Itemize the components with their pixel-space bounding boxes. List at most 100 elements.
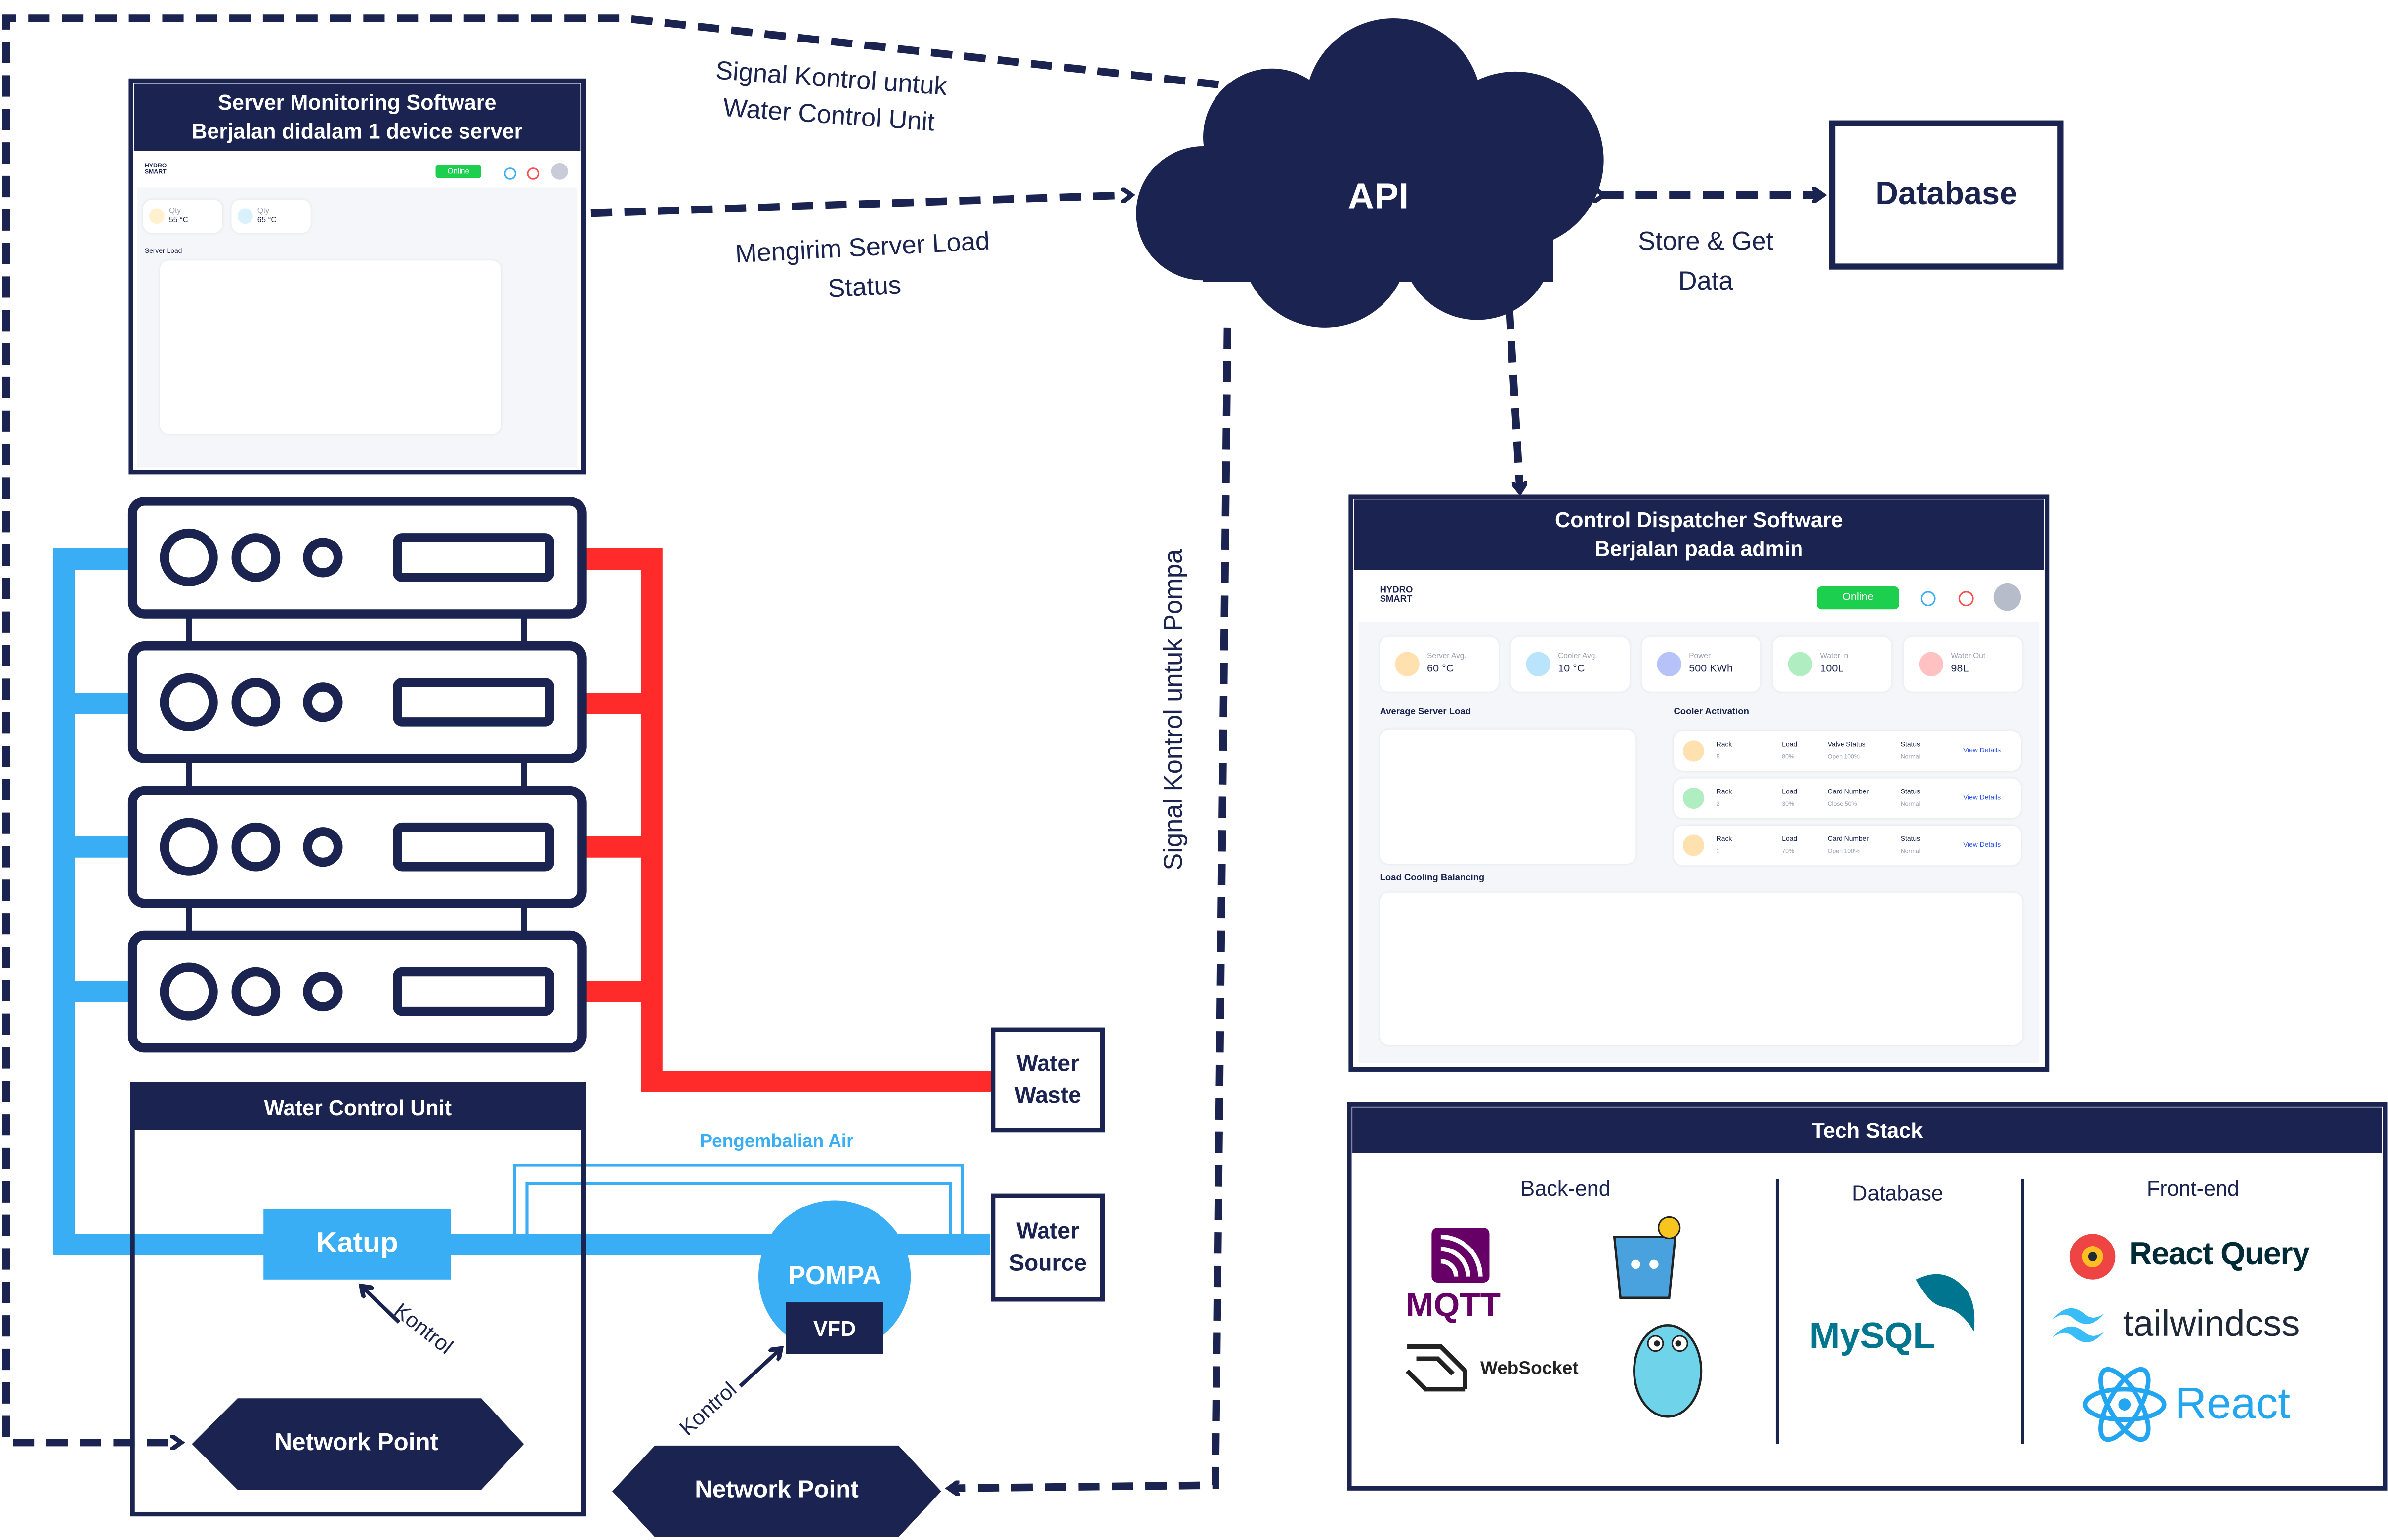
server-unit <box>127 641 587 763</box>
dp-cooler-field: Rack <box>1716 834 1732 842</box>
water-waste-line-2: Waste <box>1014 1083 1081 1109</box>
dp-cooler-title: Cooler Activation <box>1674 708 1749 718</box>
dp-cooler-value: Open 100% <box>1827 847 1860 855</box>
server-monitor-header: Server Monitoring Software Berjalan dida… <box>134 83 581 151</box>
dp-cooler-field: Rack <box>1716 787 1732 795</box>
dp-stat-icon <box>1919 652 1944 676</box>
return-water-label: Pengembalian Air <box>700 1130 854 1152</box>
sm-stat-card-2: Qty 65 °C <box>231 199 311 233</box>
dp-cooler-value: Close 50% <box>1827 799 1857 808</box>
dp-bell-icon[interactable] <box>1958 591 1974 607</box>
server-unit <box>127 786 587 908</box>
water-source-frame <box>991 1193 1105 1302</box>
tech-stack-title: Tech Stack <box>1352 1107 2382 1153</box>
water-waste-frame <box>991 1027 1105 1133</box>
sm-stat-value: 55 °C <box>169 216 188 226</box>
dp-online-badge[interactable]: Online <box>1817 586 1899 610</box>
mqtt-logo-icon <box>1431 1227 1490 1283</box>
store-get-line-1: Store & Get <box>1638 227 1774 256</box>
server-load-label: Mengirim Server Load Status <box>702 220 1025 316</box>
dp-cooler-field: Card Number <box>1827 787 1869 795</box>
dp-stat-card: Server Avg.60 °C <box>1380 636 1499 692</box>
dp-cooler-icon <box>1682 834 1705 856</box>
dp-topbar <box>1358 573 2040 622</box>
water-waste-label: Water Waste <box>996 1033 1100 1127</box>
water-waste-line-1: Water <box>1016 1051 1080 1077</box>
dispatcher-title-1: Control Dispatcher Software <box>1554 507 1843 532</box>
websocket-label: WebSocket <box>1480 1357 1579 1379</box>
dp-logo-line-1: HYDRO <box>1380 586 1413 596</box>
dp-cooler-field: Load <box>1782 834 1798 842</box>
return-loop <box>513 1164 964 1234</box>
api-label: API <box>1347 176 1409 218</box>
dp-cooler-field: Status <box>1900 740 1921 748</box>
sm-avatar[interactable] <box>551 163 568 180</box>
dp-cooler-value: 80% <box>1782 752 1794 760</box>
dp-cooler-value: 1 <box>1716 847 1720 855</box>
react-query-logo-icon <box>2069 1234 2116 1280</box>
dp-cooler-value: 5 <box>1716 752 1720 760</box>
dp-cooler-value: 30% <box>1782 799 1794 808</box>
dp-stat-value: 98L <box>1951 664 1969 675</box>
arrow-api-dispatcher <box>1509 308 1520 491</box>
network-point-b[interactable]: Network Point <box>695 1477 859 1504</box>
vfd-label[interactable]: VFD <box>813 1316 856 1341</box>
dp-cooler-field: Load <box>1782 740 1798 748</box>
network-point-hex-b <box>612 1445 941 1537</box>
database-heading: Database <box>1852 1180 1943 1205</box>
dp-cooler-value: Normal <box>1900 752 1921 760</box>
sm-logo-line-1: HYDRO <box>144 161 167 169</box>
frontend-heading: Front-end <box>2146 1176 2240 1201</box>
dp-stat-label: Power <box>1689 652 1711 662</box>
dp-stat-card: Cooler Avg.10 °C <box>1510 636 1630 692</box>
react-label: React <box>2175 1380 2291 1429</box>
dp-cooler-value: 2 <box>1716 799 1720 808</box>
dp-cooler-field: Status <box>1900 787 1921 795</box>
dp-view-details-link[interactable]: View Details <box>1963 746 2001 754</box>
control-arrows <box>363 1287 780 1388</box>
dp-cooler-field: Load <box>1782 787 1798 795</box>
valve-katup[interactable]: Katup <box>263 1209 451 1280</box>
water-source-line-2: Source <box>1009 1250 1087 1277</box>
dp-cooler-field: Valve Status <box>1827 740 1866 748</box>
dp-bar-card <box>1380 892 2023 1045</box>
dp-cooler-field: Card Number <box>1827 834 1869 842</box>
server-unit <box>127 930 587 1053</box>
database-label[interactable]: Database <box>1875 176 2018 212</box>
sm-cool-icon <box>237 208 253 224</box>
dp-stat-value: 10 °C <box>1558 664 1585 675</box>
connection-arrows <box>2 14 1821 1488</box>
sm-logo-line-2: SMART <box>144 167 167 175</box>
api-cloud <box>1136 18 1604 328</box>
sm-settings-icon[interactable] <box>504 167 516 180</box>
dp-stat-value: 100L <box>1820 664 1844 675</box>
arrow-server-load <box>590 195 1130 217</box>
dp-cooler-value: Open 100% <box>1827 752 1860 760</box>
signal-pompa-label: Signal Kontrol untuk Pompa <box>1159 549 1188 871</box>
store-get-line-2: Data <box>1678 266 1733 296</box>
dp-logo-line-2: SMART <box>1380 595 1413 605</box>
gorm-glass-icon <box>1613 1216 1681 1299</box>
mqtt-label: MQTT <box>1405 1286 1501 1324</box>
server-monitor-title-1: Server Monitoring Software <box>218 89 497 115</box>
vfd-box <box>786 1302 883 1354</box>
dp-cooler-icon <box>1682 787 1705 809</box>
sm-bell-icon[interactable] <box>527 167 540 180</box>
dp-cooler-field: Status <box>1900 834 1921 842</box>
dp-avatar[interactable] <box>1993 583 2021 611</box>
tailwind-label: tailwindcss <box>2123 1304 2300 1345</box>
dp-view-details-link[interactable]: View Details <box>1963 840 2001 849</box>
dp-cooler-field: Rack <box>1716 740 1732 748</box>
sm-temp-icon <box>149 208 165 224</box>
sm-online-badge[interactable]: Online <box>435 164 482 178</box>
network-point-a[interactable]: Network Point <box>274 1430 439 1457</box>
dp-avg-load-title: Average Server Load <box>1380 708 1471 718</box>
dp-view-details-link[interactable]: View Details <box>1963 793 2001 801</box>
store-get-label: Store & Get Data <box>1614 222 1797 301</box>
dp-settings-icon[interactable] <box>1920 591 1936 607</box>
sm-chart-card <box>160 260 502 434</box>
